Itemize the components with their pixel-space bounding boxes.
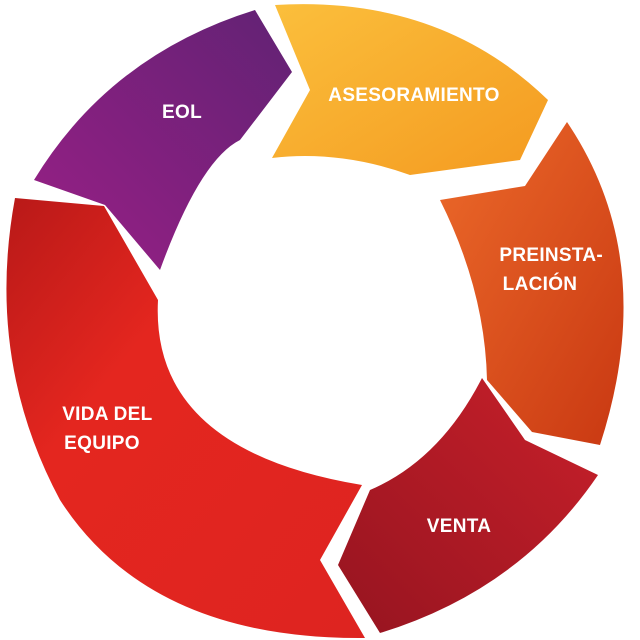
segment-venta-label: VENTA — [427, 516, 491, 537]
segment-preinstalacion-shape — [440, 122, 624, 445]
segment-venta-shape — [338, 378, 598, 633]
segment-asesoramiento: ASESORAMIENTO — [272, 4, 548, 176]
segment-asesoramiento-shape — [272, 4, 548, 176]
segment-eol-shape — [34, 10, 292, 270]
segment-vida-del-equipo-shape — [6, 198, 366, 639]
segment-venta: VENTA — [338, 378, 598, 633]
segment-eol: EOL — [34, 10, 292, 270]
segment-vida-del-equipo-label: VIDA DEL EQUIPO — [62, 404, 158, 454]
segment-preinstalacion-label: PREINSTA- LACIÓN — [499, 245, 608, 295]
segment-asesoramiento-label: ASESORAMIENTO — [328, 85, 499, 106]
segment-preinstalacion: PREINSTA- LACIÓN — [440, 122, 624, 445]
segment-vida-del-equipo: VIDA DEL EQUIPO — [6, 198, 366, 639]
segment-eol-label: EOL — [162, 102, 202, 123]
